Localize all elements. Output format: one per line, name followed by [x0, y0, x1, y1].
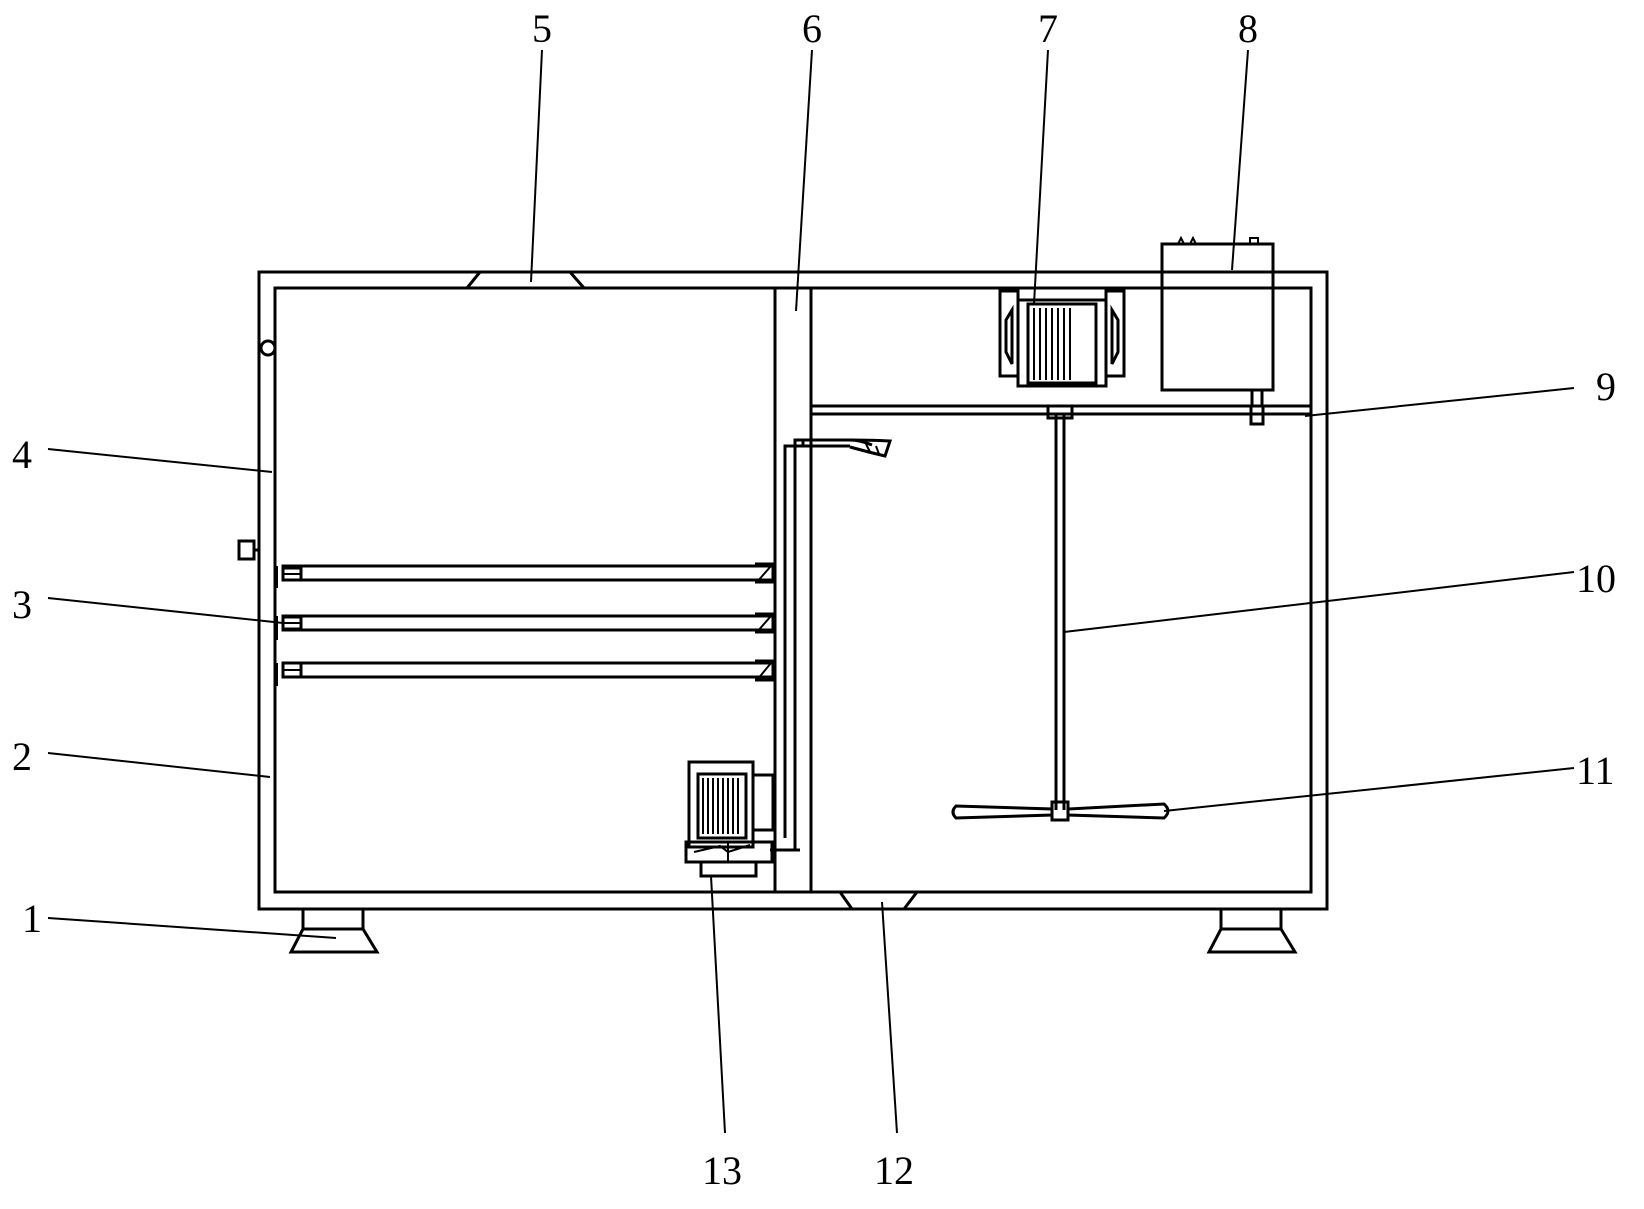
- foot-right: [1206, 907, 1298, 954]
- label-11: 11: [1576, 748, 1615, 793]
- label-4: 4: [12, 432, 32, 477]
- pipe: [770, 438, 893, 852]
- leader-lines: [47, 49, 1575, 1134]
- label-1: 1: [22, 896, 42, 941]
- housing: [257, 270, 1329, 911]
- stirring-motor: [998, 289, 1126, 388]
- label-12: 12: [874, 1148, 914, 1193]
- label-2: 2: [12, 734, 32, 779]
- label-5: 5: [532, 6, 552, 51]
- bottom-outlet: [838, 891, 919, 910]
- label-7: 7: [1038, 6, 1058, 51]
- control-box: [1160, 235, 1275, 426]
- label-13: 13: [702, 1148, 742, 1193]
- label-3: 3: [12, 582, 32, 627]
- label-9: 9: [1596, 364, 1616, 409]
- label-8: 8: [1238, 6, 1258, 51]
- stirring-blade: [951, 800, 1170, 822]
- label-10: 10: [1576, 556, 1616, 601]
- hinge-icon: [259, 339, 277, 357]
- foot-left: [288, 907, 380, 954]
- pump-motor: [684, 760, 775, 878]
- trays: [276, 562, 775, 686]
- support-beam: [811, 404, 1311, 420]
- handle-icon: [237, 539, 256, 561]
- partition: [773, 288, 813, 892]
- reference-labels: 1 2 3 4 5 6 7 8 9 10 11 12 13: [12, 6, 1616, 1193]
- top-inlet: [465, 271, 586, 289]
- stirring-shaft: [1054, 414, 1066, 810]
- label-6: 6: [802, 6, 822, 51]
